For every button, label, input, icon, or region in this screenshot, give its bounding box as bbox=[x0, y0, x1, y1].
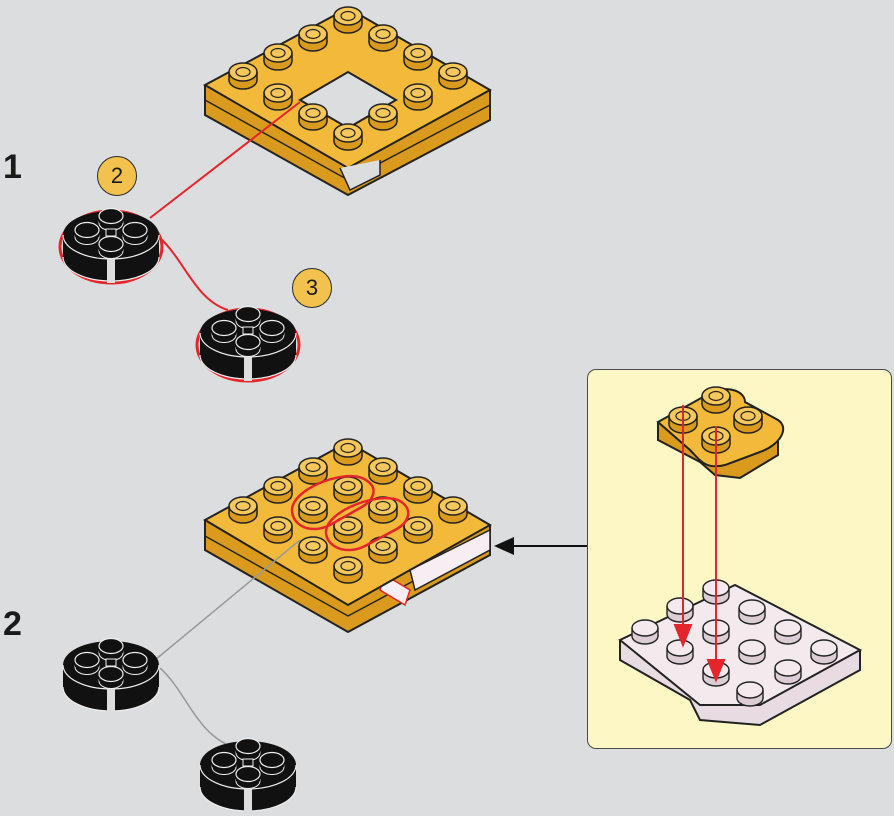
part-quantity-badge-3: 3 bbox=[292, 268, 332, 308]
step1-round-plate-b bbox=[195, 307, 301, 383]
step1-round-plate-a bbox=[58, 209, 164, 285]
left-arrow-icon bbox=[494, 537, 587, 555]
step2-round-plate-a bbox=[63, 639, 159, 714]
step-number-1: 1 bbox=[3, 148, 22, 186]
detail-white-plate bbox=[618, 579, 863, 727]
step1-placement-lines bbox=[149, 101, 301, 311]
step1-yellow-frame-plate bbox=[202, 6, 493, 197]
part-quantity-badge-2: 2 bbox=[97, 156, 137, 196]
step2-placement-lines bbox=[154, 539, 301, 746]
detail-placement-arrows bbox=[673, 405, 726, 683]
step-number-2: 2 bbox=[3, 605, 22, 643]
detail-yellow-connector-plate bbox=[656, 386, 785, 480]
step2-assembled-plate bbox=[202, 438, 493, 634]
step2-round-plate-b bbox=[200, 739, 296, 814]
